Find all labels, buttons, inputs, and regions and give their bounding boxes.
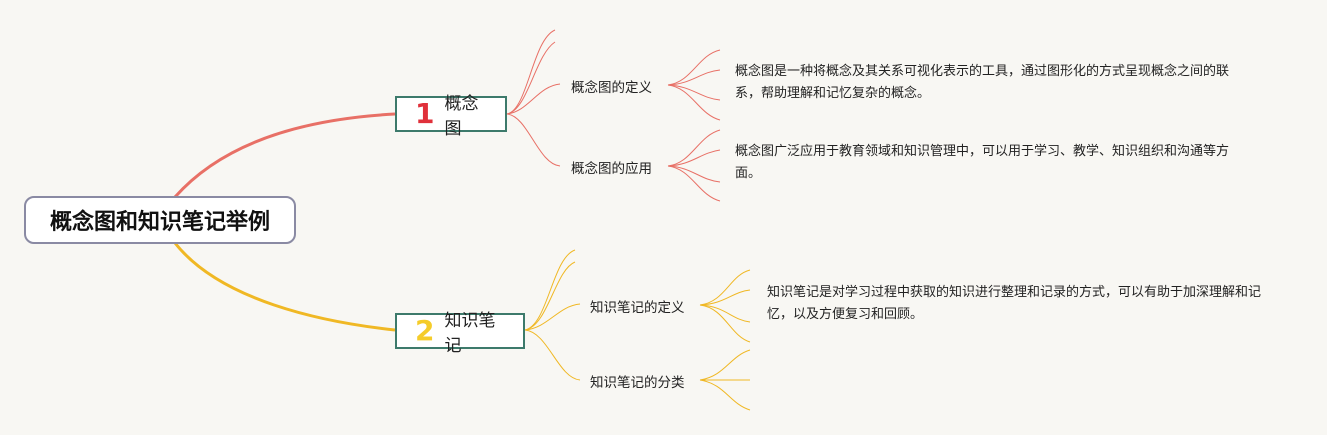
description-knowledge-notes-definition[interactable]: 知识笔记是对学习过程中获取的知识进行整理和记录的方式，可以有助于加深理解和记忆，… — [767, 285, 1262, 322]
description-concept-map-definition[interactable]: 概念图是一种将概念及其关系可视化表示的工具，通过图形化的方式呈现概念之间的联系，… — [735, 64, 1230, 101]
link-topic2-to-sub-classification — [524, 329, 581, 381]
link-sub-definition-fan — [699, 304, 751, 323]
link-sub-application-fan — [667, 165, 721, 183]
link-sub-classification-fan — [699, 379, 751, 411]
subtopic-concept-map-definition[interactable]: 概念图的定义 — [571, 80, 652, 96]
link-sub-application-fan — [667, 149, 721, 167]
description-concept-map-application[interactable]: 概念图广泛应用于教育领域和知识管理中，可以用于学习、教学、知识组织和沟通等方面。 — [735, 144, 1230, 181]
topic-knowledge-notes[interactable]: 2 知识笔记 — [395, 311, 525, 356]
link-topic1-branch — [506, 41, 556, 115]
link-sub-classification-fan — [699, 349, 751, 381]
link-topic2-branch — [524, 261, 576, 331]
root-topic-label: 概念图和知识笔记举例 — [49, 210, 270, 235]
number-badge-1: 1 — [415, 97, 435, 130]
link-root-to-topic2 — [173, 242, 396, 332]
topic-label: 概念图 — [444, 94, 479, 139]
link-sub-definition-fan — [699, 304, 751, 343]
link-sub-definition-fan — [667, 84, 721, 121]
subtopic-knowledge-notes-definition[interactable]: 知识笔记的定义 — [590, 300, 685, 316]
link-sub-definition-fan — [667, 69, 721, 86]
link-topic1-to-sub-application — [506, 113, 561, 167]
link-topic2-to-sub-definition — [524, 303, 581, 331]
link-topic2-branch — [524, 249, 576, 331]
link-topic1-branch — [506, 29, 556, 115]
link-root-to-topic1 — [173, 112, 396, 198]
number-badge-2: 2 — [415, 314, 435, 347]
subtopic-concept-map-application[interactable]: 概念图的应用 — [571, 161, 652, 177]
link-sub-application-fan — [667, 165, 721, 202]
subtopic-knowledge-notes-classification[interactable]: 知识笔记的分类 — [590, 375, 685, 391]
link-sub-definition-fan — [699, 289, 751, 306]
link-sub-application-fan — [667, 129, 721, 167]
link-sub-definition-fan — [699, 269, 751, 306]
topic-concept-map[interactable]: 1 概念图 — [395, 94, 507, 139]
link-sub-definition-fan — [667, 49, 721, 86]
root-topic[interactable]: 概念图和知识笔记举例 — [24, 196, 296, 244]
link-topic1-to-sub-definition — [506, 83, 561, 115]
link-sub-definition-fan — [667, 84, 721, 101]
topic-label: 知识笔记 — [444, 311, 496, 356]
